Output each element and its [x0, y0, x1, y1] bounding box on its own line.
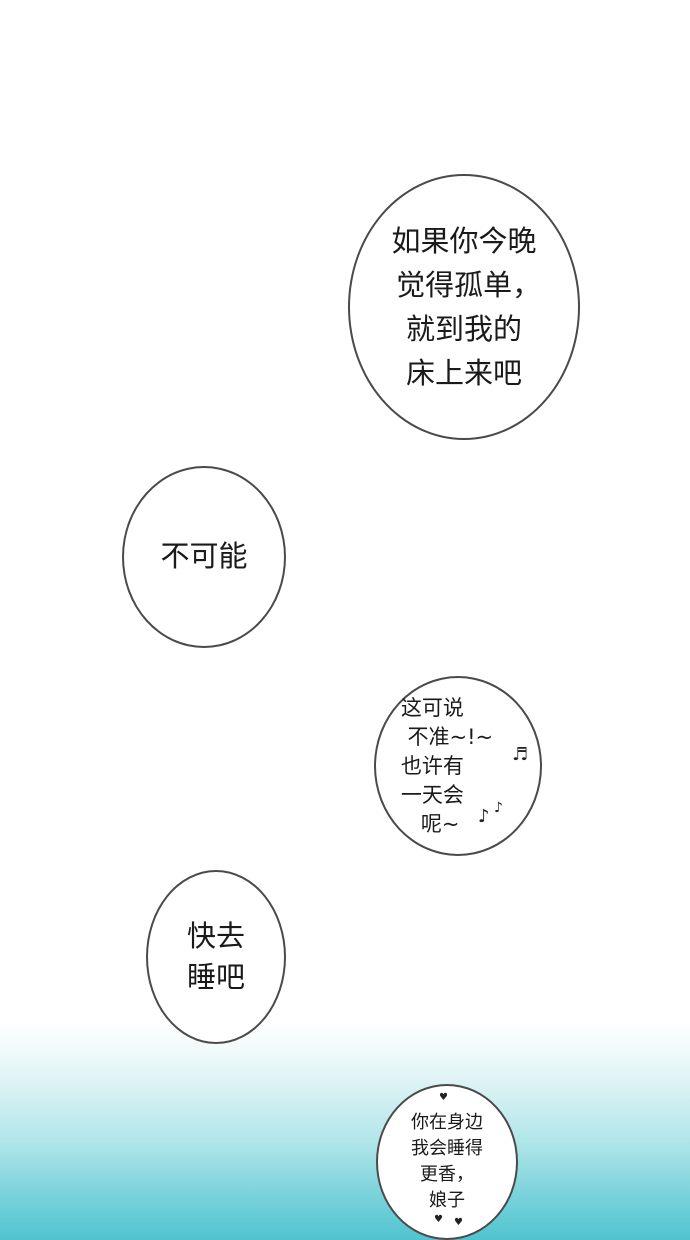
speech-bubble-teasing: 这可说 不准~!~ 也许有 一天会 呢~ [374, 676, 542, 856]
speech-bubble-invitation: 如果你今晚 觉得孤单， 就到我的 床上来吧 [348, 174, 580, 440]
heart-icon: ♥ [439, 1092, 448, 1103]
speech-bubble-refusal-text: 不可能 [160, 539, 248, 574]
heart-icon: ♥ [434, 1214, 443, 1225]
music-note-icon: ♬ [512, 744, 529, 765]
speech-bubble-teasing-text: 这可说 不准~!~ 也许有 一天会 呢~ [400, 695, 494, 836]
music-note-icon: ♪ [494, 800, 503, 816]
speech-bubble-invitation-text: 如果你今晚 觉得孤单， 就到我的 床上来吧 [391, 224, 542, 390]
speech-bubble-refusal: 不可能 [122, 466, 286, 648]
speech-bubble-sweet-text: 你在身边 我会睡得 更香， 娘子 [411, 1112, 483, 1211]
heart-icon: ♥ [454, 1217, 463, 1228]
speech-bubble-go-sleep-text: 快去 睡吧 [186, 919, 245, 994]
speech-bubble-go-sleep: 快去 睡吧 [146, 870, 286, 1044]
speech-bubble-sweet: 你在身边 我会睡得 更香， 娘子 [376, 1084, 518, 1240]
music-note-icon: ♪ [478, 806, 490, 827]
